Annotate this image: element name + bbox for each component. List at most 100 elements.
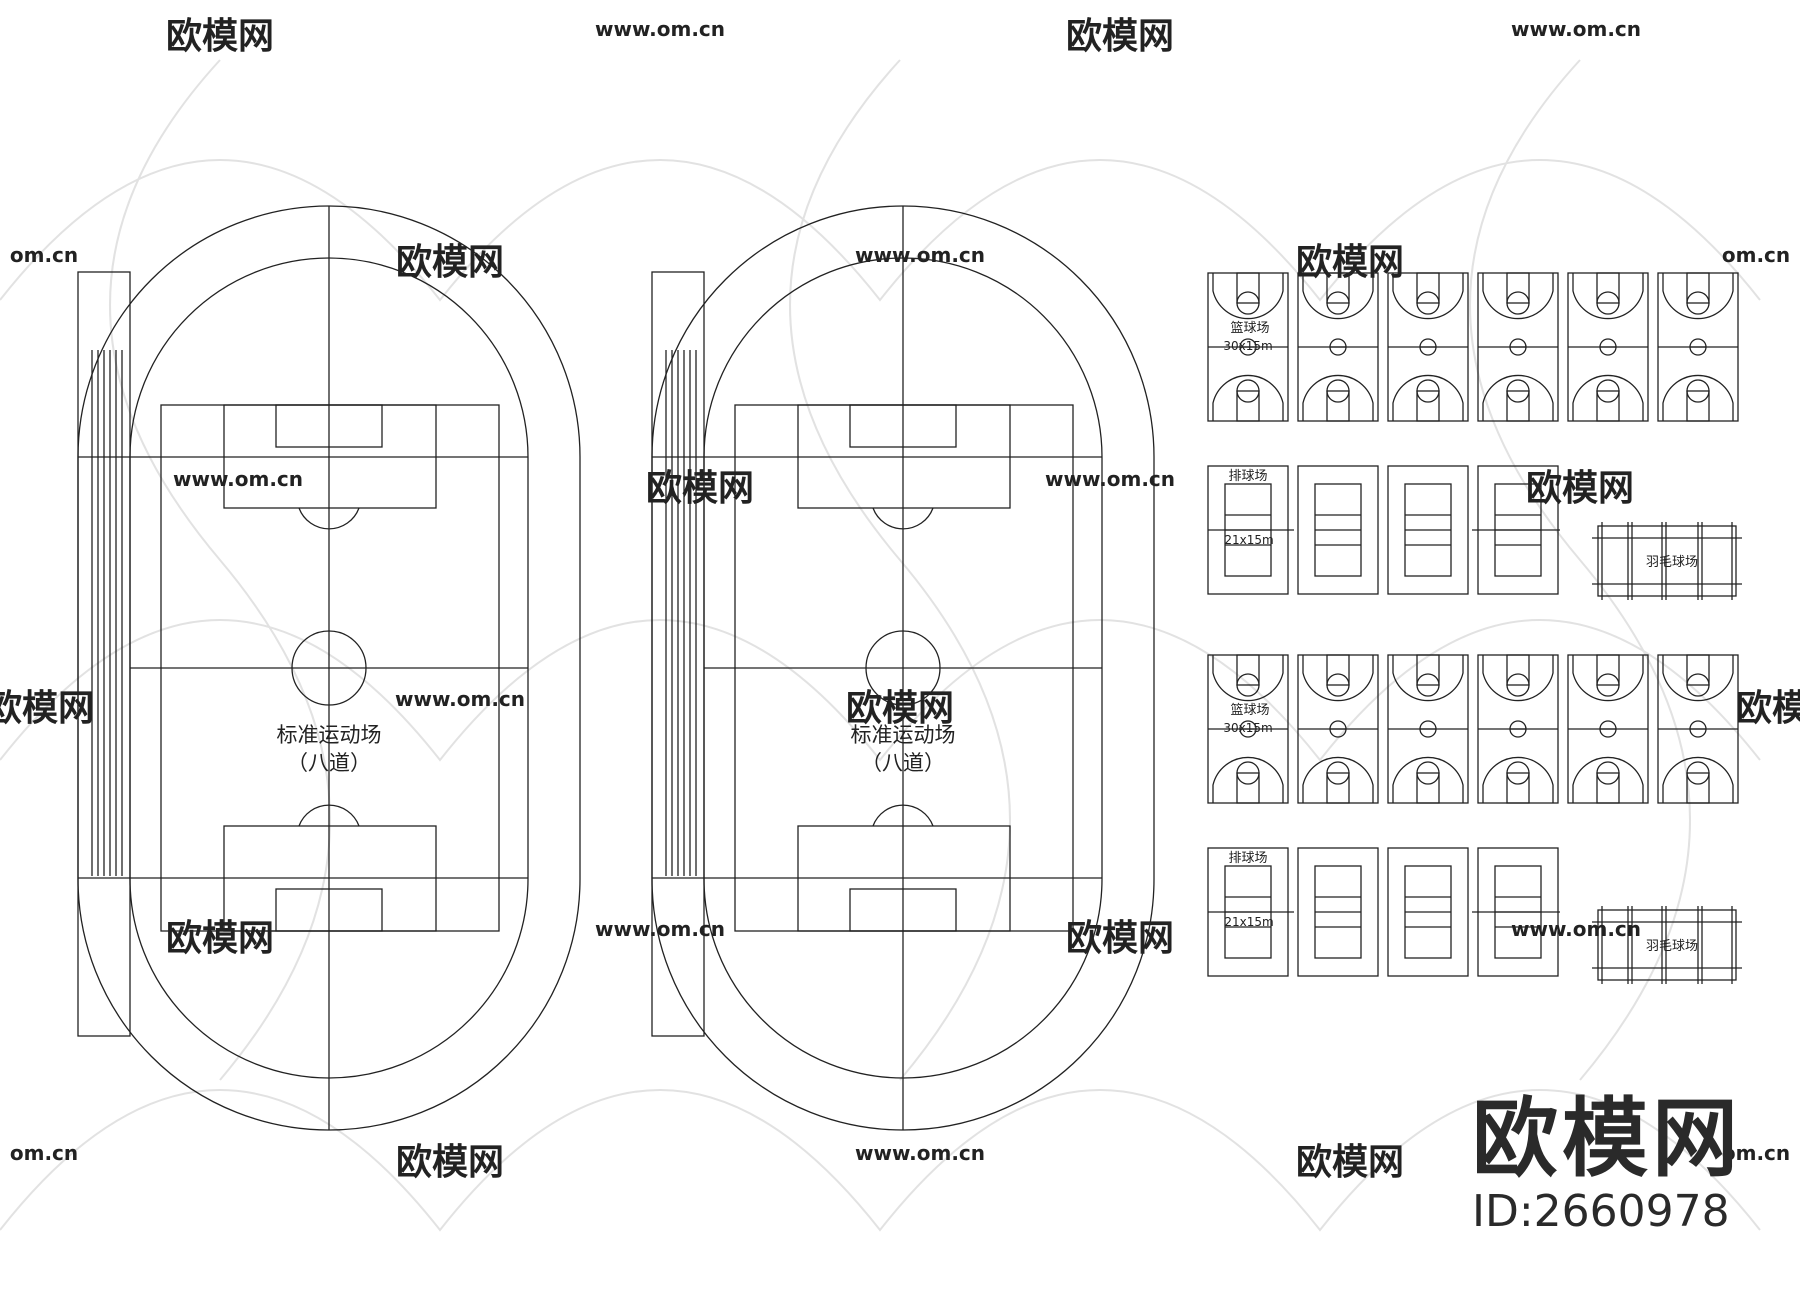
key-top xyxy=(1236,272,1260,304)
field-label-1: 标准运动场 xyxy=(851,723,956,747)
three-point-arc-top xyxy=(1572,655,1644,702)
volleyball-size: 21x15m xyxy=(1224,533,1273,547)
badminton-label: 羽毛球场 xyxy=(1646,939,1698,954)
watermark-site: om.cn xyxy=(10,243,78,267)
key-top xyxy=(1596,272,1620,304)
watermark-site: www.om.cn xyxy=(1045,467,1175,491)
standard-field-2: 标准运动场 （八道） xyxy=(651,205,1155,1131)
free-throw-circle-bottom xyxy=(1596,761,1620,785)
basketball-court xyxy=(1657,272,1739,422)
free-throw-circle-top xyxy=(1236,673,1260,697)
key-bottom xyxy=(1506,772,1530,804)
watermark-site: www.om.cn xyxy=(1511,17,1641,41)
volleyball-court xyxy=(1387,847,1469,977)
court-outline xyxy=(1597,909,1737,981)
court-outline xyxy=(1597,525,1737,597)
court-surround xyxy=(1387,847,1469,977)
volleyball-court xyxy=(1297,465,1379,595)
free-throw-circle-top xyxy=(1686,291,1710,315)
watermark-logo: 欧模网 xyxy=(166,16,274,57)
basketball-court xyxy=(1657,654,1739,804)
watermark-site: om.cn xyxy=(1722,1141,1790,1165)
basketball-court xyxy=(1297,272,1379,422)
free-throw-circle-top xyxy=(1506,291,1530,315)
center-circle xyxy=(865,630,941,706)
watermark-pattern xyxy=(0,59,1761,1232)
volleyball-label: 排球场 xyxy=(1228,851,1267,866)
key-top xyxy=(1506,272,1530,304)
free-throw-circle-bottom xyxy=(1506,379,1530,403)
key-top xyxy=(1686,272,1710,304)
goal-area-bottom xyxy=(275,888,383,932)
watermark-site: www.om.cn xyxy=(595,917,725,941)
basketball-court xyxy=(1387,654,1469,804)
basketball-court xyxy=(1477,654,1559,804)
free-throw-circle-bottom xyxy=(1596,379,1620,403)
three-point-arc-top xyxy=(1212,273,1284,320)
basketball-size: 30x15m xyxy=(1223,721,1272,735)
goal-area-bottom xyxy=(849,888,957,932)
free-throw-circle-bottom xyxy=(1326,761,1350,785)
brand-id: ID:2660978 xyxy=(1472,1185,1730,1237)
badminton-label: 羽毛球场 xyxy=(1646,555,1698,570)
key-bottom xyxy=(1506,390,1530,422)
watermark-logo: 欧模网 xyxy=(1736,688,1800,729)
three-point-arc-bottom xyxy=(1212,756,1284,803)
standard-field-1: 标准运动场 （八道） xyxy=(77,205,581,1131)
watermark-site: www.om.cn xyxy=(395,687,525,711)
three-point-arc-bottom xyxy=(1302,756,1374,803)
free-throw-circle-top xyxy=(1326,291,1350,315)
courts-group xyxy=(1207,272,1742,984)
three-point-arc-top xyxy=(1572,273,1644,320)
penalty-arc-bottom xyxy=(872,804,934,827)
three-point-arc-top xyxy=(1302,273,1374,320)
basketball-court xyxy=(1477,272,1559,422)
basketball-court xyxy=(1297,654,1379,804)
watermark-site: www.om.cn xyxy=(595,17,725,41)
three-point-arc-top xyxy=(1482,273,1554,320)
penalty-arc-bottom xyxy=(298,804,360,827)
volleyball-label: 排球场 xyxy=(1228,469,1267,484)
volleyball-court xyxy=(1297,847,1379,977)
basketball-court xyxy=(1567,272,1649,422)
key-bottom xyxy=(1596,390,1620,422)
watermark-logo: 欧模网 xyxy=(1066,918,1174,959)
key-bottom xyxy=(1416,390,1440,422)
three-point-arc-bottom xyxy=(1572,756,1644,803)
watermark-logo: 欧模网 xyxy=(1296,1142,1404,1183)
center-circle xyxy=(291,630,367,706)
key-bottom xyxy=(1326,390,1350,422)
free-throw-circle-bottom xyxy=(1416,379,1440,403)
key-bottom xyxy=(1236,772,1260,804)
three-point-arc-bottom xyxy=(1482,756,1554,803)
watermark-texts: 欧模网欧模网欧模网欧模网欧模网欧模网欧模网欧模网欧模网欧模网欧模网欧模网欧模网w… xyxy=(0,16,1800,1183)
three-point-arc-bottom xyxy=(1302,374,1374,421)
basketball-court xyxy=(1567,654,1649,804)
three-point-arc-bottom xyxy=(1212,374,1284,421)
watermark-logo: 欧模网 xyxy=(396,1142,504,1183)
three-point-arc-bottom xyxy=(1482,374,1554,421)
badminton-courts xyxy=(1592,522,1742,600)
three-point-arc-top xyxy=(1302,655,1374,702)
watermark-site: www.om.cn xyxy=(173,467,303,491)
court-surround xyxy=(1297,465,1379,595)
watermark-logo: 欧模网 xyxy=(1526,468,1634,509)
three-point-arc-top xyxy=(1662,655,1734,702)
watermark-logo: 欧模网 xyxy=(846,688,954,729)
key-bottom xyxy=(1236,390,1260,422)
watermark-logo: 欧模网 xyxy=(1066,16,1174,57)
free-throw-circle-bottom xyxy=(1686,379,1710,403)
watermark-site: www.om.cn xyxy=(855,1141,985,1165)
goal-area-top xyxy=(849,404,957,448)
watermark-logo: 欧模网 xyxy=(1296,242,1404,283)
basketball-court xyxy=(1207,272,1289,422)
field-label-1: 标准运动场 xyxy=(277,723,382,747)
key-top xyxy=(1596,654,1620,686)
three-point-arc-bottom xyxy=(1392,756,1464,803)
brand-block: 欧模网 ID:2660978 xyxy=(1472,1096,1742,1236)
free-throw-circle-top xyxy=(1326,673,1350,697)
watermark-logo: 欧模网 xyxy=(646,468,754,509)
free-throw-circle-bottom xyxy=(1236,761,1260,785)
volleyball-court xyxy=(1387,465,1469,595)
